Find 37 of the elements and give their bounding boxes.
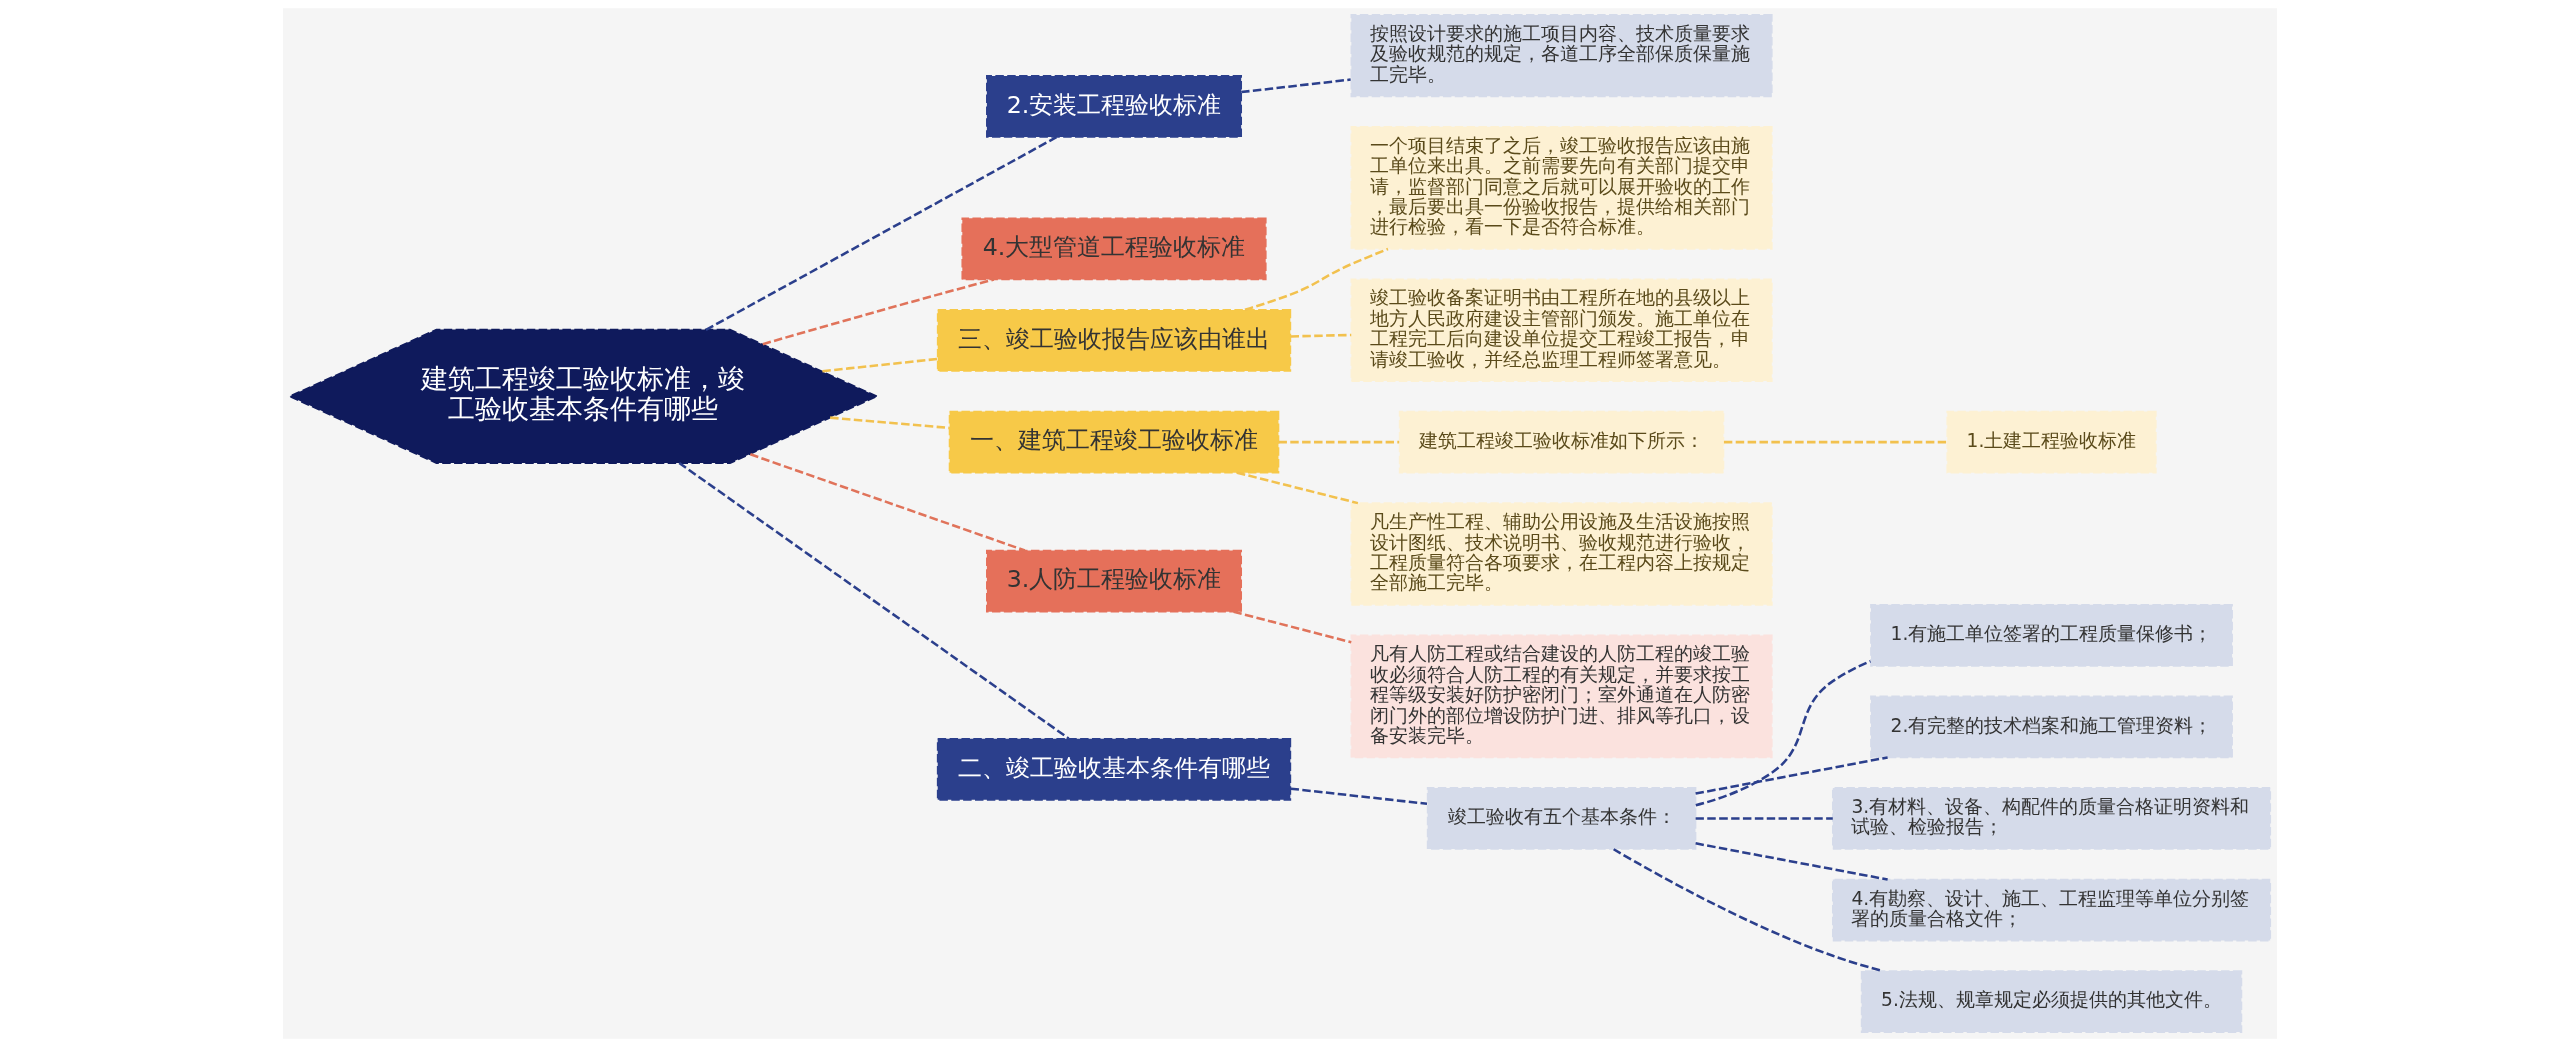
connector [1723, 440, 1947, 444]
node-box: 2.有完整的技术档案和施工管理资料； [1870, 695, 2233, 759]
node-box: 2.安装工程验收标准 [986, 75, 1242, 138]
connector [705, 136, 1058, 331]
node-box: 4.有勘察、设计、施工、工程监理等单位分别签署的质量合格文件； [1832, 878, 2272, 942]
node-box: 3.有材料、设备、构配件的质量合格证明资料和试验、检验报告； [1832, 787, 2272, 850]
node-box: 按照设计要求的施工项目内容、技术质量要求及验收规范的规定，各道工序全部保质保量施工完毕。 [1350, 14, 1773, 98]
connector [1695, 817, 1833, 820]
connector [1233, 610, 1352, 644]
connector [822, 357, 938, 373]
connector [678, 462, 1070, 740]
node-box: 1.有施工单位签署的工程质量保修书； [1870, 604, 2233, 667]
connector [1278, 440, 1400, 444]
connector [1695, 756, 1888, 795]
node-box: 竣工验收有五个基本条件： [1426, 787, 1697, 850]
connector [749, 453, 1026, 552]
node-box: 竣工验收备案证明书由工程所在地的县级以上地方人民政府建设主管部门颁发。施工单位在工程完工后向建设单位提交工程竣工报告，申请竣工验收，并经总监理工程师签署意见。 [1350, 278, 1773, 382]
node-box: 二、竣工验收基本条件有哪些 [936, 737, 1292, 801]
node-box: 4.大型管道工程验收标准 [961, 217, 1267, 281]
connector [1290, 787, 1428, 806]
connector [1241, 78, 1351, 94]
connector [1695, 842, 1888, 881]
connector [1236, 471, 1359, 505]
connector [1695, 660, 1871, 807]
node-box: 凡生产性工程、辅助公用设施及生活设施按照设计图纸、技术说明书、验收规范进行验收，工程质量符合各项要求，在工程内容上按规定全部施工完毕。 [1350, 502, 1773, 606]
connector [1290, 333, 1352, 338]
connector [762, 278, 995, 346]
node-box: 凡有人防工程或结合建设的人防工程的竣工验收必须符合人防工程的有关规定，并要求按工程等级安装好防护密闭门；室外通道在人防密闭门外的部位增设防护门进、排风等孔口，设备安装完毕。 [1350, 634, 1773, 759]
node-box: 三、竣工验收报告应该由谁出 [936, 309, 1292, 372]
connector [830, 416, 950, 430]
node-box: 建筑工程竣工验收标准如下所示： [1398, 410, 1725, 474]
node-box: 一、建筑工程竣工验收标准 [948, 410, 1280, 474]
node-box: 3.人防工程验收标准 [986, 549, 1242, 613]
node-box: 一个项目结束了之后，竣工验收报告应该由施工单位来出具。之前需要先向有关部门提交申请，监督部门同意之后就可以展开验收的工作，最后要出具一份验收报告，提供给相关部门进行检验，看一下是否符合标准。 [1350, 125, 1773, 250]
node-box: 5.法规、规章规定必须提供的其他文件。 [1860, 970, 2243, 1033]
connector [1244, 247, 1389, 311]
node-box: 1.土建工程验收标准 [1946, 410, 2157, 474]
